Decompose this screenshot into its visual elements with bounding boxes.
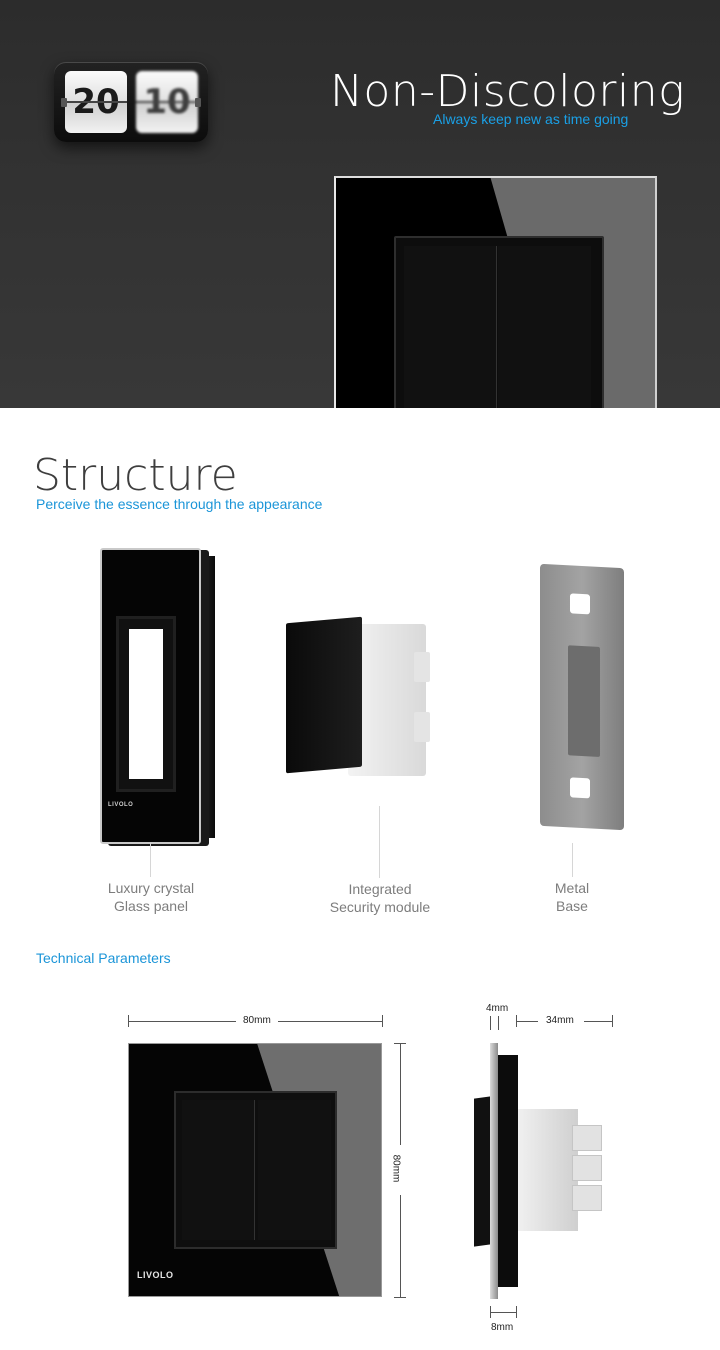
switch-rocker — [394, 236, 604, 408]
structure-title: Structure — [33, 450, 238, 501]
dimension-tick — [128, 1015, 129, 1027]
leader-line — [572, 843, 573, 877]
rocker-key-left — [404, 246, 497, 408]
dimension-tick — [516, 1015, 517, 1027]
dimension-tick — [516, 1306, 517, 1318]
side-glass — [490, 1043, 498, 1299]
rocker-key-left — [182, 1100, 255, 1240]
hero-subtitle: Always keep new as time going — [433, 111, 629, 127]
label-security-module: Integrated Security module — [290, 880, 470, 916]
frame-depth-label: 8mm — [491, 1322, 514, 1333]
leader-line — [150, 843, 151, 877]
width-label: 80mm — [243, 1015, 271, 1026]
side-view-image — [472, 1043, 612, 1299]
side-module — [518, 1109, 578, 1231]
rocker-key-right — [498, 246, 591, 408]
dimension-line — [278, 1021, 382, 1022]
dimension-tick — [382, 1015, 383, 1027]
metal-base-image — [536, 560, 628, 832]
label-line: Metal — [554, 880, 590, 896]
rocker-key-right — [258, 1100, 331, 1240]
dimension-line — [128, 1021, 236, 1022]
module-prong — [414, 712, 430, 742]
label-metal-base: Metal Base — [482, 879, 662, 915]
base-hole — [570, 593, 590, 615]
structure-subtitle: Perceive the essence through the appeara… — [36, 496, 323, 512]
dimension-line — [516, 1021, 538, 1022]
panel-side — [201, 556, 215, 838]
label-line: Security module — [329, 899, 431, 915]
switch-rocker — [174, 1091, 337, 1249]
technical-parameters-title: Technical Parameters — [36, 950, 171, 966]
hero-section: 20 10 Non-Discoloring Always keep new as… — [0, 0, 720, 408]
dimension-line — [400, 1195, 401, 1297]
label-line: Base — [556, 898, 588, 914]
flip-clock-icon: 20 10 — [54, 62, 208, 142]
base-hole — [570, 777, 590, 799]
dimension-line — [400, 1043, 401, 1145]
base-cutout — [568, 645, 600, 757]
side-prong — [572, 1185, 602, 1211]
base-plate — [540, 563, 624, 831]
hero-title: Non-Discoloring — [330, 66, 685, 117]
security-module-image — [282, 612, 432, 780]
dimension-tick — [498, 1016, 499, 1030]
label-glass-panel: Luxury crystal Glass panel — [61, 879, 241, 915]
clock-minutes: 10 — [136, 71, 198, 133]
dimension-line — [490, 1312, 516, 1313]
side-prong — [572, 1125, 602, 1151]
module-prong — [414, 652, 430, 682]
panel-window — [116, 616, 176, 792]
front-logo: LIVOLO — [137, 1270, 174, 1280]
dimension-line — [584, 1021, 612, 1022]
label-line: Luxury crystal — [107, 880, 195, 896]
panel-frame: LIVOLO — [100, 548, 201, 844]
dimension-tick — [394, 1043, 406, 1044]
clock-hinge — [195, 98, 201, 107]
glass-thickness-label: 4mm — [486, 1003, 509, 1014]
panel-logo: LIVOLO — [108, 802, 134, 808]
glass-panel-image: LIVOLO — [100, 542, 215, 850]
front-view-image: LIVOLO — [128, 1043, 382, 1297]
module-rocker — [286, 616, 362, 774]
dimension-tick — [490, 1016, 491, 1030]
label-line: Glass panel — [114, 898, 188, 914]
switch-closeup-image — [334, 176, 657, 408]
label-line: Integrated — [348, 881, 412, 897]
side-back — [498, 1055, 518, 1287]
side-prong — [572, 1155, 602, 1181]
clock-hours: 20 — [65, 71, 127, 133]
dimension-tick — [394, 1297, 406, 1298]
leader-line — [379, 806, 380, 878]
dimension-tick — [612, 1015, 613, 1027]
clock-hinge — [61, 98, 67, 107]
depth-label: 34mm — [546, 1015, 574, 1026]
height-label: 80mm — [390, 1154, 402, 1183]
